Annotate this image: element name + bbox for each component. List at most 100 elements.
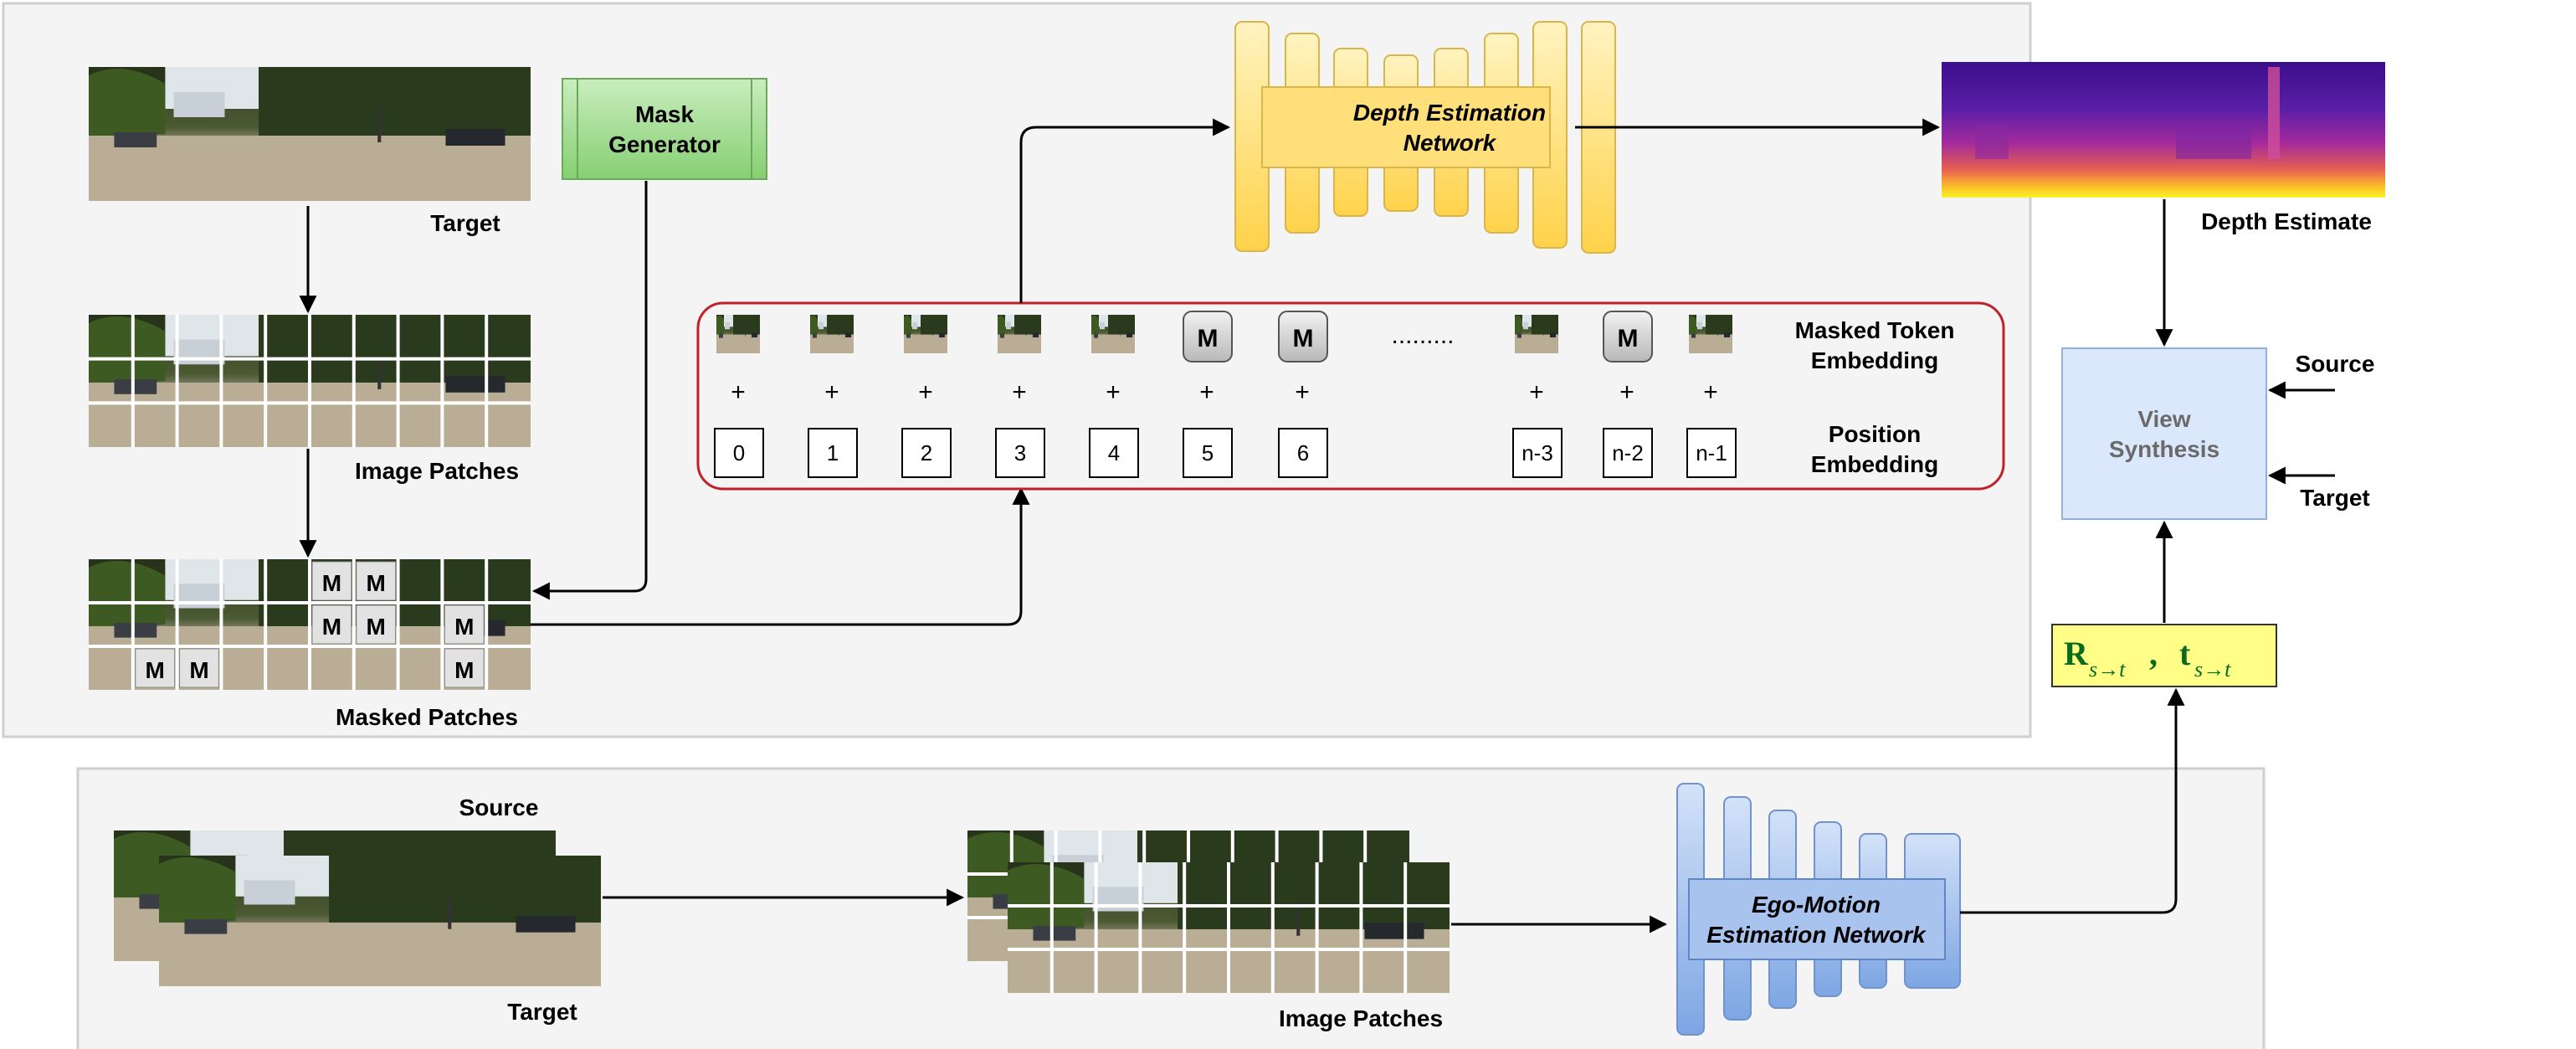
plus-sign: +	[824, 378, 839, 406]
mask-cell	[444, 604, 485, 645]
depth-estimate-image	[1942, 62, 2385, 198]
position-index: 2	[921, 440, 932, 465]
depth-network-line1: Depth Estimation	[1353, 100, 1546, 126]
position-box	[808, 428, 858, 478]
position-index: n-2	[1612, 440, 1644, 465]
mask-token-label: M	[1293, 325, 1314, 352]
mask-cell-label: M	[146, 657, 165, 683]
position-index: 3	[1014, 440, 1026, 465]
pose-box: R s→t , t s→t	[2051, 624, 2277, 687]
masked-token-label-2: Embedding	[1811, 347, 1938, 373]
position-box	[1089, 428, 1139, 478]
mask-cell-label: M	[322, 614, 341, 640]
position-index: 5	[1202, 440, 1214, 465]
mask-cell-label: M	[367, 570, 386, 596]
position-box	[1686, 428, 1737, 478]
mask-token	[1603, 311, 1653, 363]
pose-R: R	[2064, 635, 2089, 672]
patch-token	[998, 315, 1041, 353]
view-synthesis-line1: View	[2137, 406, 2191, 432]
position-box	[1603, 428, 1653, 478]
ego-network-line2: Estimation Network	[1706, 922, 1927, 948]
mask-cell-label: M	[454, 614, 474, 640]
target-image	[89, 67, 531, 201]
mask-token-label: M	[1198, 325, 1219, 352]
ego-net-label-box	[1688, 878, 1946, 960]
position-label-2: Embedding	[1811, 451, 1938, 477]
plus-sign: +	[1106, 378, 1121, 406]
depth-estimate-label: Depth Estimate	[2201, 208, 2372, 234]
plus-sign: +	[1012, 378, 1027, 406]
mask-generator-line2: Generator	[608, 131, 721, 157]
mask-cell	[311, 604, 352, 645]
position-index: n-3	[1521, 440, 1553, 465]
source-target-images	[114, 830, 601, 986]
mask-cell	[444, 648, 485, 688]
plus-sign: +	[1703, 378, 1718, 406]
position-box	[714, 428, 764, 478]
position-box	[1512, 428, 1563, 478]
plus-sign: +	[1529, 378, 1544, 406]
position-index: 0	[733, 440, 745, 465]
ellipsis: .........	[1391, 321, 1454, 349]
position-index: 1	[827, 440, 839, 465]
depth-net-label-box	[1261, 86, 1551, 168]
mask-cell-label: M	[189, 657, 208, 683]
image-patches	[89, 315, 531, 447]
mask-cell-label: M	[322, 570, 341, 596]
patch-token	[1689, 315, 1732, 353]
mask-cell	[135, 648, 176, 688]
position-box	[901, 428, 952, 478]
patch-token	[716, 315, 760, 353]
position-index: n-1	[1696, 440, 1727, 465]
depth-network-line2: Network	[1403, 130, 1497, 156]
patch-token	[904, 315, 947, 353]
vs-source-label: Source	[2296, 351, 2375, 377]
mask-generator-box: Mask Generator	[562, 78, 767, 180]
position-index: 4	[1108, 440, 1120, 465]
bottom-source-label: Source	[459, 794, 539, 820]
target-label: Target	[430, 210, 500, 236]
bottom-target-label: Target	[507, 999, 577, 1025]
mask-cell	[356, 604, 397, 645]
mask-token	[1183, 311, 1233, 363]
pose-t: t	[2179, 635, 2191, 672]
patch-token	[810, 315, 854, 353]
image-patches-label: Image Patches	[355, 458, 519, 484]
plus-sign: +	[731, 378, 746, 406]
mask-cell	[311, 561, 352, 601]
ego-motion-network	[1676, 783, 1961, 1036]
position-box	[1183, 428, 1233, 478]
plus-sign: +	[1619, 378, 1634, 406]
patch-token	[1091, 315, 1135, 353]
view-synthesis-box: View Synthesis	[2061, 347, 2267, 520]
pose-comma: ,	[2149, 635, 2158, 672]
mask-cell	[179, 648, 219, 688]
vs-target-label: Target	[2300, 485, 2370, 511]
pose-R-sub: s→t	[2089, 657, 2126, 681]
token-embedding-box	[696, 301, 2005, 491]
mask-cell-label: M	[367, 614, 386, 640]
mask-generator-line1: Mask	[635, 101, 694, 127]
plus-sign: +	[1295, 378, 1310, 406]
bottom-image-patches-label: Image Patches	[1279, 1005, 1443, 1031]
mask-token-label: M	[1618, 325, 1639, 352]
pose-t-sub: s→t	[2194, 657, 2231, 681]
view-synthesis-line2: Synthesis	[2109, 436, 2219, 462]
masked-patches-label: Masked Patches	[336, 704, 518, 730]
position-label-1: Position	[1829, 421, 1921, 447]
position-index: 6	[1297, 440, 1309, 465]
position-box	[1278, 428, 1328, 478]
mask-cell-label: M	[454, 657, 474, 683]
depth-net-layer	[1581, 21, 1616, 254]
patch-token	[1515, 315, 1558, 353]
plus-sign: +	[1199, 378, 1214, 406]
mask-cell	[356, 561, 397, 601]
position-box	[995, 428, 1045, 478]
mask-token	[1278, 311, 1328, 363]
token-row: +0 +1 +2 +3 +4 M +5 M +6 + n-3 M + n-2 + n-1	[714, 311, 1737, 478]
plus-sign: +	[918, 378, 933, 406]
ego-network-line1: Ego-Motion	[1752, 892, 1881, 918]
